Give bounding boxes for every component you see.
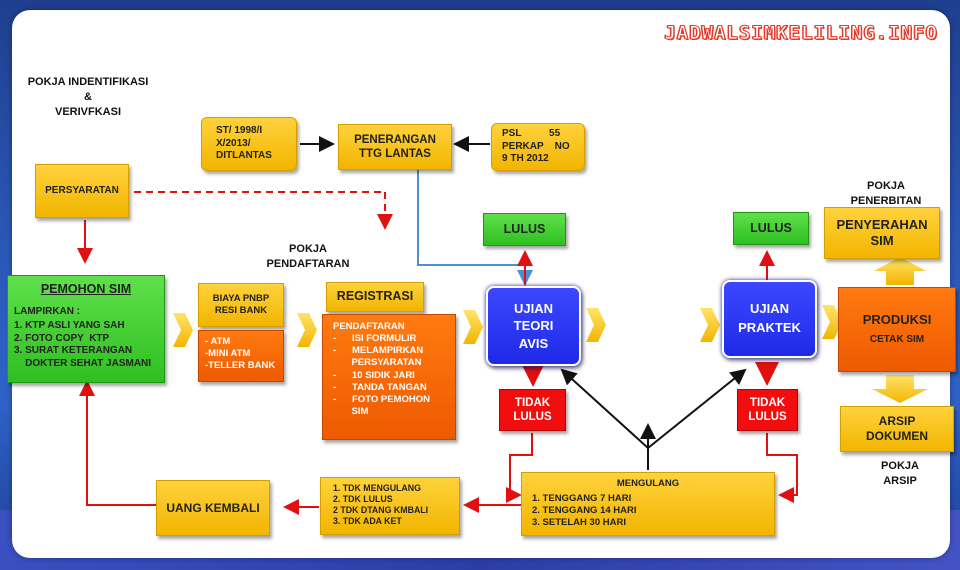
- arrow-produksi-arsip: [872, 375, 928, 403]
- chevron-teori-out: [586, 308, 606, 342]
- pendaftaran-box: PENDAFTARAN - ISI FORMULIR - MELAMPIRKAN…: [322, 314, 456, 440]
- pokja-identifikasi-label: POKJA INDENTIFIKASI&VERIVFKASI: [27, 76, 149, 118]
- bank-options-box: - ATM-MINI ATM-TELLER BANK: [198, 330, 284, 382]
- lulus-teori-box: LULUS: [483, 213, 566, 246]
- chevron-biaya-registrasi: [297, 313, 317, 347]
- arrow-tidak-praktek-mengulang: [766, 433, 798, 503]
- arrow-tidak-teori-mengulang: [506, 433, 533, 503]
- pemohon-title: PEMOHON SIM: [40, 282, 132, 296]
- registrasi-box: REGISTRASI: [326, 282, 424, 312]
- uang-kembali-box: UANG KEMBALI: [156, 480, 270, 536]
- persyaratan-box: PERSYARATAN: [35, 164, 129, 218]
- pemohon-sim-box: PEMOHON SIM LAMPIRKAN : 1. KTP ASLI YANG…: [7, 275, 165, 383]
- arrow-mengulang-teori: [560, 368, 649, 449]
- mengulang-box: MENGULANG 1. TENGGANG 7 HARI 2. TENGGANG…: [521, 472, 775, 536]
- lulus-praktek-box: LULUS: [733, 212, 809, 245]
- arrow-mengulang-praktek: [647, 368, 747, 449]
- chevron-registrasi-ujian: [463, 310, 483, 344]
- arrow-produksi-penyerahan: [874, 257, 926, 285]
- chevron-praktek-produksi: [822, 305, 842, 339]
- produksi-box: PRODUKSI CETAK SIM: [838, 287, 956, 372]
- arrow-uang-pemohon: [79, 380, 156, 506]
- watermark: JADWALSIMKELILING.INFO: [664, 22, 938, 45]
- tdk-conditions-box: 1. TDK MENGULANG 2. TDK LULUS 2 TDK DTAN…: [320, 477, 460, 535]
- chevron-pemohon-biaya: [173, 313, 193, 347]
- pemohon-requirements-list: 1. KTP ASLI YANG SAH 2. FOTO COPY KTP 3.…: [14, 320, 152, 369]
- chevron-praktek-in: [700, 308, 720, 342]
